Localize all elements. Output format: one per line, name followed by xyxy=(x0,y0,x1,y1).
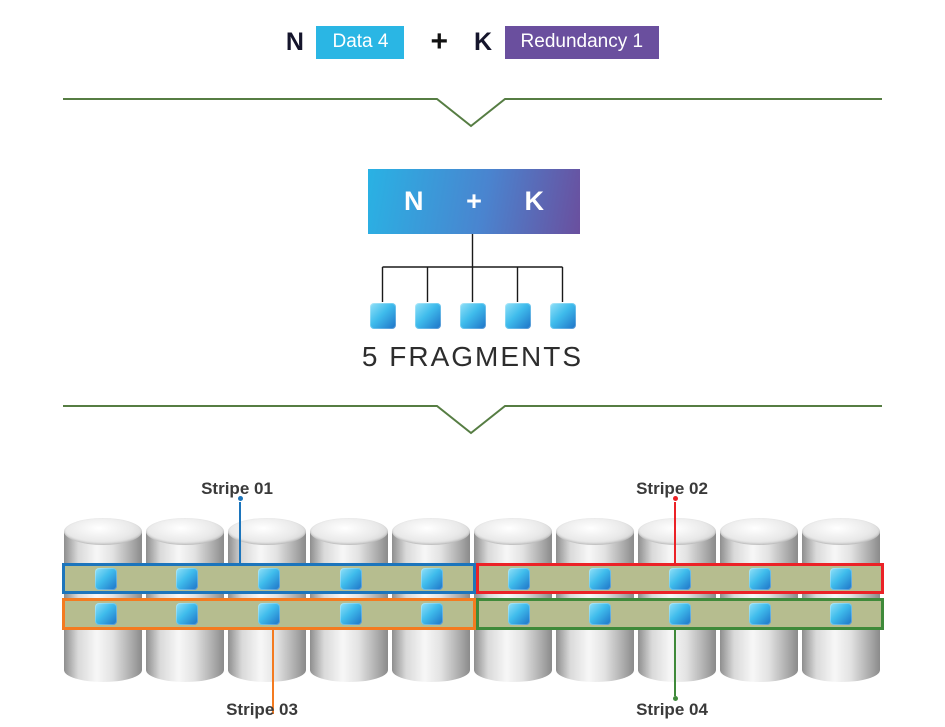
formula-row: N Data 4 + K Redundancy 1 xyxy=(0,26,945,59)
disk-cylinder-top xyxy=(556,518,634,545)
disk-cylinder-top xyxy=(64,518,142,545)
fragment-icon xyxy=(508,567,531,590)
disk-cylinder-top xyxy=(392,518,470,545)
stripe-02-box xyxy=(476,563,884,594)
fragment-icon xyxy=(459,303,486,329)
fragment-icon xyxy=(588,567,611,590)
stripe-02-label: Stripe 02 xyxy=(636,479,708,498)
stripe-01-leader-line xyxy=(239,502,241,563)
fragment-icon xyxy=(749,603,772,625)
disk-cylinder-top xyxy=(228,518,306,545)
stripe-01-label: Stripe 01 xyxy=(201,479,273,498)
fragment-icon xyxy=(421,603,444,625)
fragment-icon xyxy=(829,567,852,590)
fragment-icon xyxy=(668,567,691,590)
fragment-icon xyxy=(257,567,280,590)
fragment-icon xyxy=(549,303,576,329)
k-label: K xyxy=(473,27,493,56)
stripe-02-leader-line xyxy=(674,502,676,563)
fragment-tree-connector xyxy=(381,234,564,302)
stripe-01-box xyxy=(62,563,476,594)
disk-cylinder-top xyxy=(310,518,388,545)
fragment-icon xyxy=(339,567,362,590)
stripe-02-leader-dot xyxy=(673,496,678,501)
fragment-icon xyxy=(369,303,396,329)
stripe-04-label: Stripe 04 xyxy=(636,700,708,719)
fragment-icon xyxy=(668,603,691,625)
chevron-divider-top xyxy=(63,98,882,128)
data-tag: Data 4 xyxy=(316,26,405,59)
fragment-icon xyxy=(588,603,611,625)
fragment-icon xyxy=(504,303,531,329)
fragment-icon xyxy=(94,567,117,590)
fragment-icon xyxy=(257,603,280,625)
fragment-icon xyxy=(176,567,199,590)
n-label: N xyxy=(285,27,305,56)
fragment-icon xyxy=(414,303,441,329)
nk-k-label: K xyxy=(524,186,545,216)
stripe-04-box xyxy=(476,598,884,630)
fragment-icon xyxy=(94,603,117,625)
fragment-icon xyxy=(508,603,531,625)
disk-cylinder-top xyxy=(720,518,798,545)
disk-cylinder-top xyxy=(802,518,880,545)
disk-cylinder-top xyxy=(638,518,716,545)
nk-plus-sign: + xyxy=(466,186,482,216)
nk-box: N + K xyxy=(368,169,580,234)
stripe-03-label: Stripe 03 xyxy=(226,700,298,719)
fragment-icon xyxy=(829,603,852,625)
stripe-01-leader-dot xyxy=(238,496,243,501)
fragments-caption: 5 FRAGMENTS xyxy=(361,341,584,372)
disk-cylinder-top xyxy=(146,518,224,545)
stripe-04-leader-line xyxy=(674,630,676,696)
fragment-icon xyxy=(176,603,199,625)
fragments-row xyxy=(0,303,945,329)
fragment-icon xyxy=(749,567,772,590)
stripe-03-leader-line xyxy=(272,630,274,714)
nk-n-label: N xyxy=(404,186,424,216)
stripe-03-box xyxy=(62,598,476,630)
chevron-divider-bottom xyxy=(63,405,882,435)
plus-sign: + xyxy=(430,25,448,59)
stripe-04-leader-dot xyxy=(673,696,678,701)
redundancy-tag: Redundancy 1 xyxy=(504,26,660,59)
fragment-icon xyxy=(339,603,362,625)
fragment-icon xyxy=(421,567,444,590)
disk-cylinder-top xyxy=(474,518,552,545)
